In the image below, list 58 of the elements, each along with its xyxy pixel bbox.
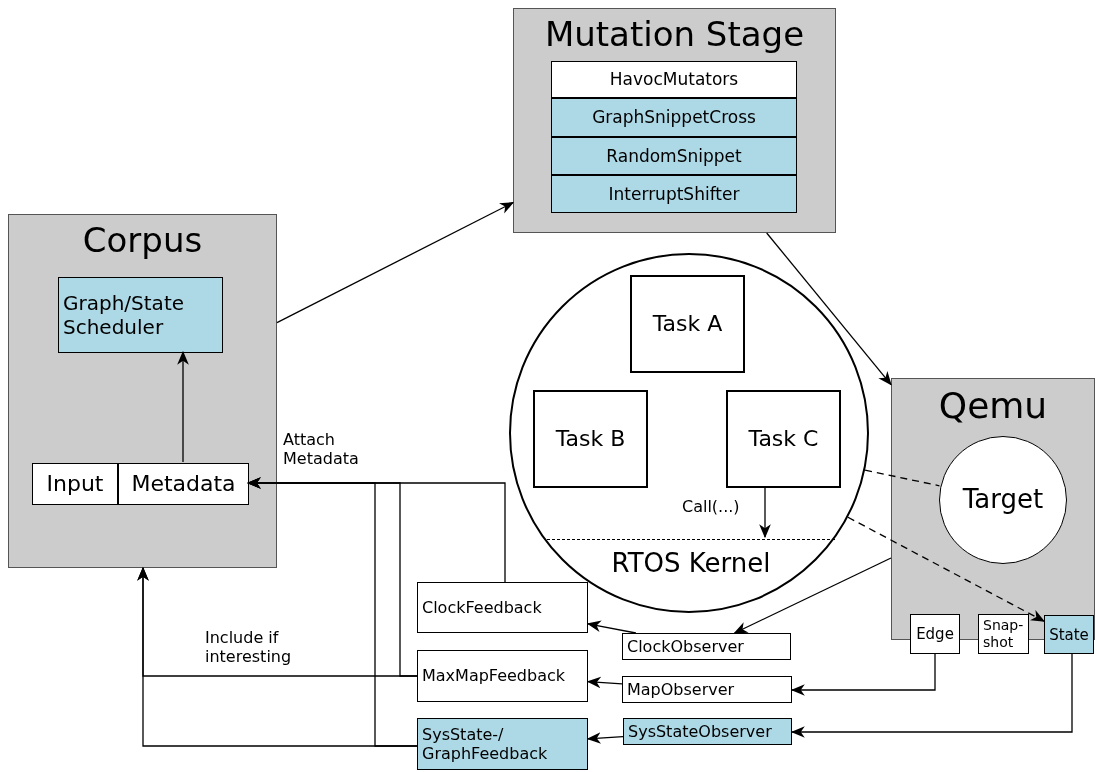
observer-box bbox=[623, 718, 792, 745]
box-label: SysStateObserver bbox=[628, 721, 772, 742]
arrow bbox=[276, 201, 515, 324]
arrow bbox=[177, 350, 189, 463]
arrow bbox=[847, 516, 1046, 622]
observer-box bbox=[622, 633, 791, 660]
box-label: ClockFeedback bbox=[422, 597, 542, 618]
box-label: State bbox=[1049, 625, 1089, 644]
box-label: ClockObserver bbox=[627, 636, 744, 657]
box-label: RandomSnippet bbox=[606, 145, 742, 167]
task-box bbox=[726, 390, 841, 488]
box-label: GraphSnippetCross bbox=[592, 107, 756, 128]
arrow bbox=[586, 620, 637, 634]
arrow bbox=[759, 485, 771, 539]
task-box bbox=[630, 275, 745, 373]
mutator-row bbox=[551, 98, 797, 137]
mutation-stage-panel bbox=[513, 8, 836, 233]
connector-line bbox=[864, 469, 941, 487]
box-label: RTOS Kernel bbox=[611, 547, 771, 580]
box-label: Metadata bbox=[131, 470, 236, 498]
box-label: SysState-/ GraphFeedback bbox=[422, 724, 549, 764]
panel-title: Qemu bbox=[937, 385, 1049, 427]
mutator-row bbox=[551, 61, 797, 98]
arrow bbox=[790, 653, 936, 696]
box-label: MaxMapFeedback bbox=[422, 666, 566, 686]
edge-label: Call(...) bbox=[682, 497, 740, 517]
box-label: Target bbox=[962, 484, 1044, 516]
task-box bbox=[533, 390, 648, 488]
corpus-panel bbox=[8, 214, 277, 568]
feedback-box bbox=[417, 582, 588, 633]
box-label: MapObserver bbox=[627, 679, 735, 700]
observer-box bbox=[622, 676, 792, 703]
arrow bbox=[586, 732, 624, 744]
box-label: Snap- shot bbox=[983, 617, 1024, 651]
box-label: Graph/State Scheduler bbox=[63, 291, 186, 339]
input-box bbox=[32, 463, 118, 505]
panel-title: Corpus bbox=[81, 221, 204, 261]
panel-title: Mutation Stage bbox=[543, 15, 806, 55]
scheduler-box bbox=[58, 277, 223, 353]
arrow bbox=[790, 653, 1073, 738]
arrow bbox=[137, 566, 418, 747]
box-label: Task B bbox=[555, 425, 626, 453]
box-label: HavocMutators bbox=[609, 69, 739, 90]
state-box bbox=[1044, 615, 1094, 654]
box-label: Task C bbox=[748, 425, 819, 453]
box-label: Edge bbox=[916, 625, 954, 643]
mutator-row bbox=[551, 137, 797, 175]
box-label: Input bbox=[46, 470, 104, 498]
arrow bbox=[586, 676, 623, 689]
arrow bbox=[766, 232, 892, 386]
box-label: Task A bbox=[652, 310, 723, 338]
metadata-box bbox=[118, 463, 249, 505]
feedback-box bbox=[417, 718, 588, 770]
edge-box bbox=[910, 614, 960, 654]
mutator-row bbox=[551, 175, 797, 213]
arrow bbox=[733, 557, 892, 634]
box-label: InterruptShifter bbox=[608, 183, 740, 205]
feedback-box bbox=[417, 650, 588, 702]
